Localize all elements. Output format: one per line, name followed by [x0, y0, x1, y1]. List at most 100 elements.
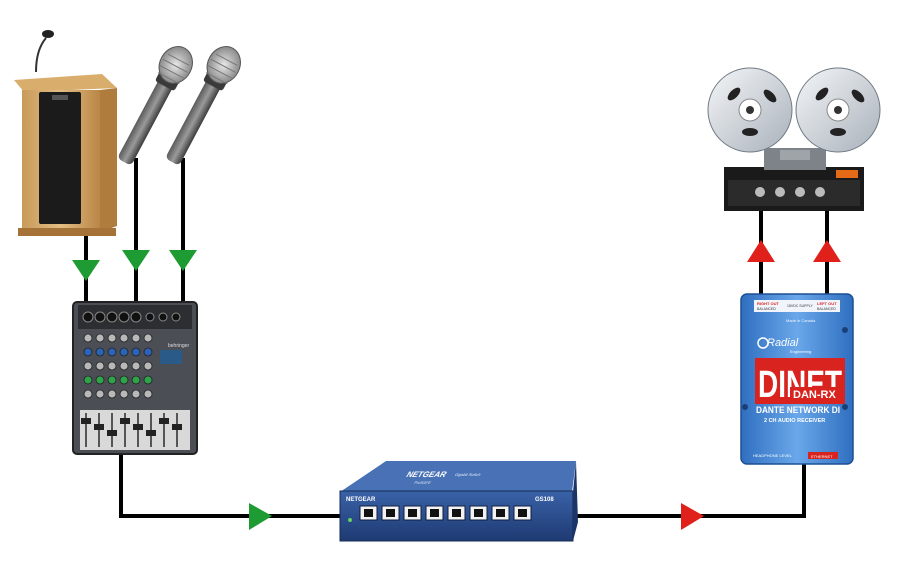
- switch-model: GS108: [535, 497, 554, 503]
- mixer-knob-icon: [95, 347, 105, 357]
- mixer-knob-icon: [95, 333, 105, 343]
- xlr-input-icon: [94, 311, 106, 323]
- jack-input-icon: [171, 312, 181, 322]
- mixer-knob-icon: [119, 361, 129, 371]
- cable-mixer-switch: [119, 455, 340, 518]
- mixer: behringer: [72, 301, 198, 455]
- switch-brand-top: NETGEAR: [405, 470, 450, 479]
- xlr-input-icon: [118, 311, 130, 323]
- mixer-knob-icon: [83, 361, 93, 371]
- mixer-knob-icon: [107, 333, 117, 343]
- network-switch-icon: [340, 461, 576, 492]
- tape-reel-left: [707, 67, 793, 153]
- mixer-knob-icon: [143, 361, 153, 371]
- switch-series: ProSAFE: [413, 480, 432, 485]
- mixer-knob-icon: [107, 389, 117, 399]
- radial-logo-icon: [757, 337, 769, 349]
- fader-cap-icon: [172, 424, 182, 430]
- fader-track: [163, 413, 165, 447]
- mixer-knob-icon: [83, 347, 93, 357]
- dinet-brand-sub: Engineering: [790, 349, 811, 354]
- mixer-knob-icon: [119, 347, 129, 357]
- dinet-model: DAN-RX: [793, 389, 836, 401]
- mixer-knob-icon: [131, 375, 141, 385]
- mixer-brand: behringer: [168, 343, 189, 349]
- dinet-brand: Radial: [767, 337, 799, 349]
- ethernet-port-socket: [386, 509, 395, 517]
- mixer-knob-icon: [107, 347, 117, 357]
- mixer-knob-icon: [119, 333, 129, 343]
- arrow-right-switch-dinet: [681, 503, 704, 530]
- tape-reel-right: [795, 67, 881, 153]
- mixer-knob-icon: [143, 389, 153, 399]
- mixer-knob-icon: [107, 375, 117, 385]
- mixer-knob-icon: [131, 347, 141, 357]
- dinet-dc-supply: 15VDC SUPPLY: [787, 304, 813, 308]
- dinet-subtitle: 2 CH AUDIO RECEIVER: [764, 418, 825, 424]
- handheld-microphone-icon: [166, 78, 221, 165]
- xlr-input-icon: [106, 311, 118, 323]
- mixer-knob-icon: [131, 333, 141, 343]
- mixer-knob-icon: [95, 375, 105, 385]
- flow-arrows: [72, 240, 841, 530]
- mixer-knob-icon: [143, 347, 153, 357]
- gooseneck-mic-icon: [35, 37, 47, 73]
- arrow-up-right-out: [747, 240, 775, 262]
- mixer-knob-icon: [95, 389, 105, 399]
- dinet-balanced-1: BALANCED: [757, 307, 776, 311]
- fader-cap-icon: [133, 424, 143, 430]
- arrow-right-mixer-switch: [249, 503, 272, 530]
- network-switch: NETGEAR ProSAFE Gigabit Switch NETGEAR G…: [339, 461, 578, 542]
- mixer-knob-icon: [119, 389, 129, 399]
- dinet-ethernet: ETHERNET: [811, 454, 833, 459]
- fader-track: [85, 413, 87, 447]
- dinet-tagline: DANTE NETWORK DI: [756, 405, 840, 415]
- ethernet-port-socket: [408, 509, 417, 517]
- dinet-balanced-2: BALANCED: [817, 307, 836, 311]
- switch-brand: NETGEAR: [346, 497, 376, 503]
- ethernet-port-socket: [518, 509, 527, 517]
- mixer-knob-icon: [107, 361, 117, 371]
- mixer-knob-icon: [83, 375, 93, 385]
- cable-switch-dinet: [572, 462, 806, 518]
- switch-description: Gigabit Switch: [454, 472, 483, 477]
- mixer-knob-icon: [143, 333, 153, 343]
- podium: [14, 30, 117, 236]
- dinet-left-out: LEFT OUT: [817, 301, 837, 306]
- mixer-knob-icon: [83, 333, 93, 343]
- mixer-knob-icon: [119, 375, 129, 385]
- microphone-1: [118, 46, 193, 165]
- ethernet-port-socket: [430, 509, 439, 517]
- mixer-knob-icon: [131, 361, 141, 371]
- ethernet-port-socket: [364, 509, 373, 517]
- fader-cap-icon: [120, 418, 130, 424]
- fader-cap-icon: [94, 424, 104, 430]
- ethernet-port-socket: [496, 509, 505, 517]
- mixer-knob-icon: [131, 389, 141, 399]
- xlr-input-icon: [82, 311, 94, 323]
- arrow-down-mic1: [122, 250, 150, 271]
- dinet-headphone: HEADPHONE LEVEL: [753, 453, 793, 458]
- ethernet-port-socket: [452, 509, 461, 517]
- xlr-input-icon: [130, 311, 142, 323]
- mixer-knob-icon: [143, 375, 153, 385]
- dinet-receiver: RIGHT OUT BALANCED 15VDC SUPPLY LEFT OUT…: [740, 293, 854, 465]
- tape-recorder: [707, 67, 881, 211]
- power-led-icon: [348, 518, 352, 522]
- arrow-down-mic2: [169, 250, 197, 271]
- dinet-made-in: Made in Canada: [786, 318, 816, 323]
- podium-speaker-icon: [39, 92, 81, 224]
- mixer-knob-icon: [95, 361, 105, 371]
- microphone-2: [166, 46, 241, 165]
- fader-track: [124, 413, 126, 447]
- mixer-knob-icon: [83, 389, 93, 399]
- jack-input-icon: [158, 312, 168, 322]
- handheld-microphone-icon: [118, 78, 173, 165]
- arrow-down-podium: [72, 260, 100, 281]
- fader-cap-icon: [107, 430, 117, 436]
- fader-cap-icon: [159, 418, 169, 424]
- arrow-up-left-out: [813, 240, 841, 262]
- fader-cap-icon: [81, 418, 91, 424]
- dinet-right-out: RIGHT OUT: [757, 301, 780, 306]
